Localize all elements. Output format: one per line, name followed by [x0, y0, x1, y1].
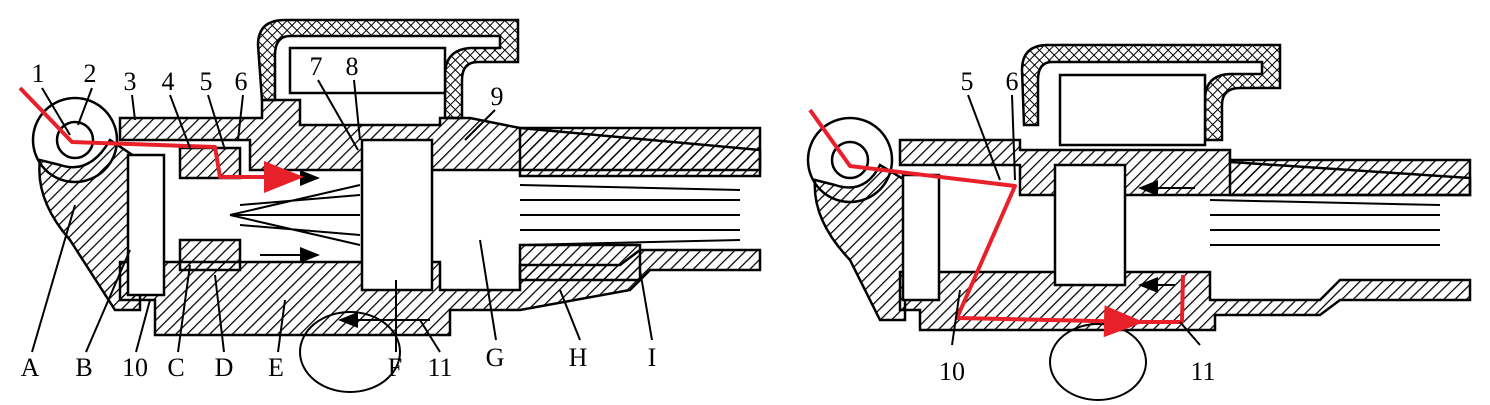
label-10: 10	[939, 357, 965, 386]
label-E: E	[268, 353, 284, 382]
label-7: 7	[310, 52, 323, 81]
center-piston	[1053, 163, 1127, 287]
label-10: 10	[122, 353, 148, 382]
handle-body	[1058, 73, 1207, 147]
right-view: 5 6 10 11	[806, 43, 1472, 401]
body-lower-housing	[898, 270, 1472, 332]
label-11: 11	[1190, 357, 1215, 386]
label-9: 9	[491, 82, 504, 111]
pivot-pin	[55, 120, 95, 160]
tube-hatched-ring	[1228, 158, 1472, 197]
spring-right	[519, 184, 741, 246]
flow-path-red	[18, 86, 304, 193]
label-I: I	[648, 343, 657, 372]
tube-hatched-ring	[518, 126, 762, 178]
label-2: 2	[84, 59, 97, 88]
valve-seat	[178, 146, 242, 180]
label-5: 5	[200, 67, 213, 96]
handle-body	[288, 46, 447, 95]
label-3: 3	[124, 67, 137, 96]
label-B: B	[75, 353, 92, 382]
valve-seat-lower	[178, 238, 242, 272]
label-F: F	[388, 353, 402, 382]
label-H: H	[569, 343, 588, 372]
left-view: 1 2 3 4 5 6 7 8 9 A B 10 C D E F 11 G H …	[18, 18, 762, 393]
label-C: C	[167, 353, 184, 382]
label-D: D	[215, 353, 234, 382]
label-1: 1	[32, 59, 45, 88]
piston-left	[126, 153, 166, 297]
lever-arm	[813, 163, 907, 322]
center-piston	[360, 138, 434, 292]
label-6: 6	[235, 67, 248, 96]
leader-lines	[951, 94, 1201, 346]
flow-path-red-return	[1140, 274, 1185, 324]
label-6: 6	[1006, 67, 1019, 96]
flow-path-red	[808, 108, 1144, 338]
piston-left	[901, 173, 941, 302]
spring-right	[1209, 199, 1441, 246]
lever-arm	[38, 138, 142, 312]
tube-lower-ring	[518, 243, 642, 282]
label-5: 5	[961, 67, 974, 96]
label-4: 4	[162, 67, 175, 96]
leader-lines	[31, 79, 653, 353]
label-11: 11	[427, 353, 452, 382]
label-8: 8	[346, 52, 359, 81]
label-G: G	[486, 343, 505, 372]
spring-cone	[229, 184, 361, 246]
lever-loop	[1049, 323, 1147, 401]
label-A: A	[21, 353, 40, 382]
